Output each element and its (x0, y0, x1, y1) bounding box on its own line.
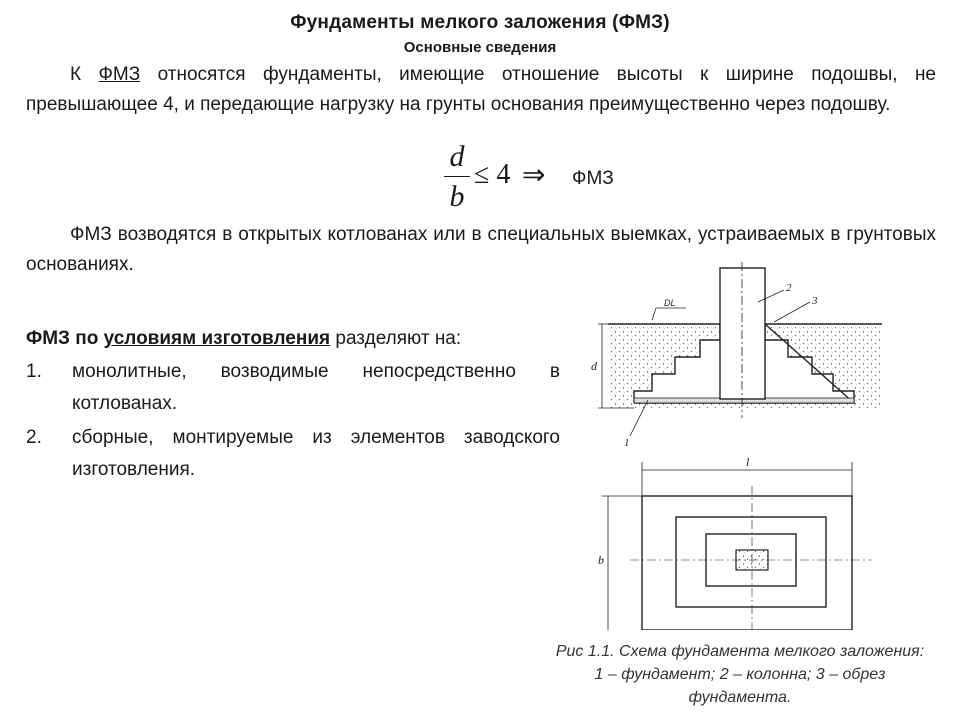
column-label: 2 (786, 282, 792, 294)
list-item: 1. монолитные, возводимые непосредственн… (26, 356, 560, 420)
fraction-denominator: b (449, 180, 465, 213)
depth-label: d (591, 359, 598, 373)
classification-list: 1. монолитные, возводимые непосредственн… (26, 356, 560, 488)
ratio-formula: d b ≤ 4 ⇒ ФМЗ (440, 140, 640, 216)
classification-lead: ФМЗ по (26, 328, 104, 349)
classification-criterion: условиям изготовления (103, 328, 331, 349)
definition-abbreviation: ФМЗ (98, 64, 141, 85)
definition-prefix: К (70, 64, 99, 85)
formula-relation: ≤ 4 (474, 159, 511, 190)
offset-label: 3 (811, 295, 818, 307)
caption-line-1: Рис 1.1. Схема фундамента мелкого заложе… (555, 643, 925, 660)
formula-result: ФМЗ (572, 168, 614, 189)
plan-middle-step (675, 516, 827, 608)
foundation-section-view: d DL 2 3 1 (591, 262, 882, 449)
column (719, 267, 766, 400)
definition-text: относятся фундаменты, имеющие отношение … (26, 64, 937, 115)
list-item-number: 2. (26, 427, 42, 448)
soil-backfill (610, 324, 880, 408)
plan-outer-step (641, 495, 853, 630)
list-item-number: 1. (26, 361, 42, 382)
width-label: b (598, 553, 604, 567)
length-label: l (746, 455, 750, 469)
classification-heading: ФМЗ по условиям изготовления разделяют н… (26, 324, 461, 354)
caption-line-2: 1 – фундамент; 2 – колонна; 3 – обрез (594, 666, 886, 683)
dl-label: DL (664, 298, 676, 308)
foundation-diagram: d DL 2 3 1 l b (591, 262, 882, 630)
implies-arrow: ⇒ (522, 160, 546, 191)
page-title: Фундаменты мелкого заложения (ФМЗ) (290, 12, 670, 33)
caption-line-3: фундамента. (688, 689, 792, 706)
list-item-text: монолитные, возводимые непосредственно в… (72, 361, 560, 414)
fraction-numerator: d (449, 140, 465, 173)
list-item: 2. сборные, монтируемые из элементов зав… (26, 422, 560, 486)
construction-paragraph: ФМЗ возводятся в открытых котлованах или… (26, 224, 936, 275)
definition-paragraph: К ФМЗ относятся фундаменты, имеющие отно… (26, 60, 936, 120)
foundation-label: 1 (624, 437, 630, 449)
fraction-bar (444, 176, 470, 177)
foundation-outline (633, 322, 855, 405)
foundation-plan-view: l b (598, 455, 872, 630)
page-subtitle: Основные сведения (403, 39, 557, 56)
classification-tail: разделяют на: (330, 328, 462, 349)
figure-caption: Рис 1.1. Схема фундамента мелкого заложе… (520, 640, 960, 709)
list-item-text: сборные, монтируемые из элементов заводс… (72, 427, 560, 480)
